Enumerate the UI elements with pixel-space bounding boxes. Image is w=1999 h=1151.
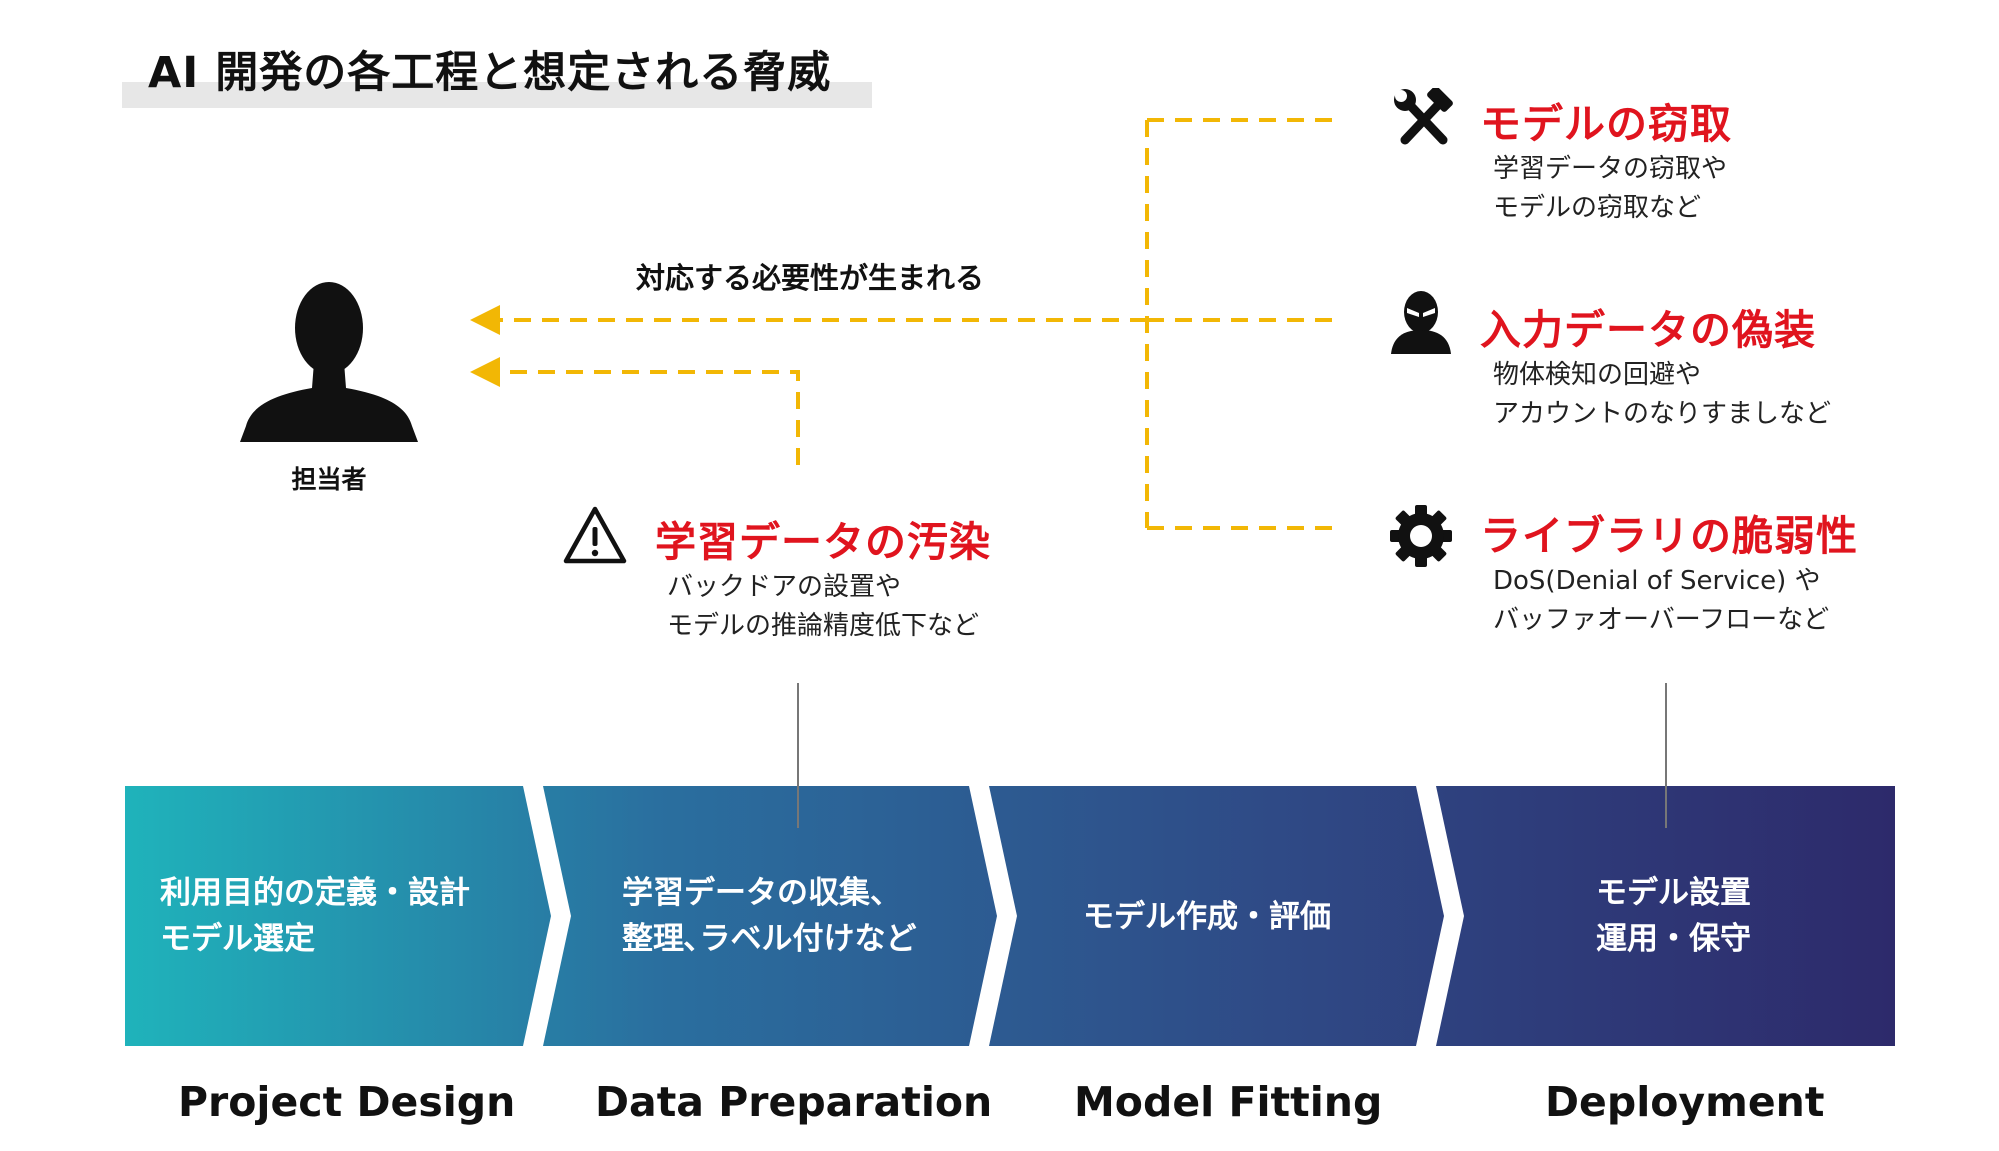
stage-text-line: 運用・保守 bbox=[1596, 921, 1751, 957]
phase-label-project-design: Project Design bbox=[178, 1078, 516, 1126]
phase-label-model-fitting: Model Fitting bbox=[1074, 1078, 1383, 1126]
threat-desc-library: DoS(Denial of Service) や バッファオーバーフローなど bbox=[1493, 562, 1829, 640]
threat-desc-line: バッファオーバーフローなど bbox=[1493, 605, 1830, 635]
threat-desc-spoofing: 物体検知の回避や アカウントのなりすましなど bbox=[1493, 356, 1831, 434]
stage-text-project-design: 利用目的の定義・設計 モデル選定 bbox=[160, 870, 470, 962]
connector-to-person-lower bbox=[500, 370, 800, 465]
need-label: 対応する必要性が生まれる bbox=[636, 261, 985, 295]
stage-arrow-3 bbox=[989, 786, 1444, 1046]
threat-desc-line: アカウントのなりすましなど bbox=[1493, 399, 1832, 429]
stage-arrow-1 bbox=[125, 786, 551, 1046]
threat-desc-line: モデルの推論精度低下など bbox=[667, 611, 980, 641]
person-silhouette-icon bbox=[240, 282, 418, 442]
stage-text-deployment: モデル設置 運用・保守 bbox=[1596, 870, 1751, 962]
threat-desc-line: モデルの窃取など bbox=[1493, 193, 1702, 223]
threat-desc-theft: 学習データの窃取や モデルの窃取など bbox=[1493, 150, 1727, 228]
threat-title-library: ライブラリの脆弱性 bbox=[1480, 512, 1858, 560]
callout-line-data-preparation bbox=[797, 683, 799, 828]
arrowhead-upper bbox=[470, 305, 500, 335]
stage-arrow-4 bbox=[1436, 786, 1895, 1046]
masked-villain-icon bbox=[1391, 291, 1451, 354]
stage-text-data-preparation: 学習データの収集、 整理､ラベル付けなど bbox=[622, 870, 917, 962]
threat-desc-line: バックドアの設置や bbox=[667, 572, 902, 602]
phase-label-data-preparation: Data Preparation bbox=[595, 1078, 993, 1126]
warning-triangle-icon bbox=[563, 506, 627, 564]
callout-line-deployment bbox=[1665, 683, 1667, 828]
threat-title-spoofing: 入力データの偽装 bbox=[1480, 306, 1816, 354]
stage-text-line: モデル設置 bbox=[1596, 875, 1751, 911]
threat-desc-line: 物体検知の回避や bbox=[1493, 360, 1702, 390]
stage-text-model-fitting: モデル作成・評価 bbox=[1083, 894, 1331, 940]
threat-desc-line: DoS(Denial of Service) や bbox=[1493, 566, 1821, 596]
stage-text-line: モデル作成・評価 bbox=[1083, 899, 1331, 935]
dashed-connectors bbox=[500, 118, 1335, 530]
stage-text-line: 学習データの収集、 bbox=[622, 875, 901, 911]
threat-title-theft: モデルの窃取 bbox=[1480, 100, 1732, 148]
phase-label-deployment: Deployment bbox=[1545, 1078, 1825, 1126]
threat-desc-line: 学習データの窃取や bbox=[1493, 154, 1728, 184]
arrowhead-lower bbox=[470, 357, 500, 387]
stage-text-line: 利用目的の定義・設計 bbox=[160, 875, 470, 911]
stage-arrow-2 bbox=[543, 786, 997, 1046]
gear-icon bbox=[1390, 505, 1452, 567]
page-title: AI 開発の各工程と想定される脅威 bbox=[148, 48, 832, 98]
stage-text-line: モデル選定 bbox=[160, 921, 315, 957]
wrench-hammer-icon bbox=[1394, 88, 1453, 145]
threat-title-poisoning: 学習データの汚染 bbox=[655, 518, 991, 566]
process-flow bbox=[125, 786, 1895, 1046]
threat-desc-poisoning: バックドアの設置や モデルの推論精度低下など bbox=[667, 568, 979, 646]
person-label: 担当者 bbox=[291, 465, 367, 494]
title-underline-bar bbox=[122, 82, 872, 108]
stage-text-line: 整理､ラベル付けなど bbox=[622, 921, 917, 957]
